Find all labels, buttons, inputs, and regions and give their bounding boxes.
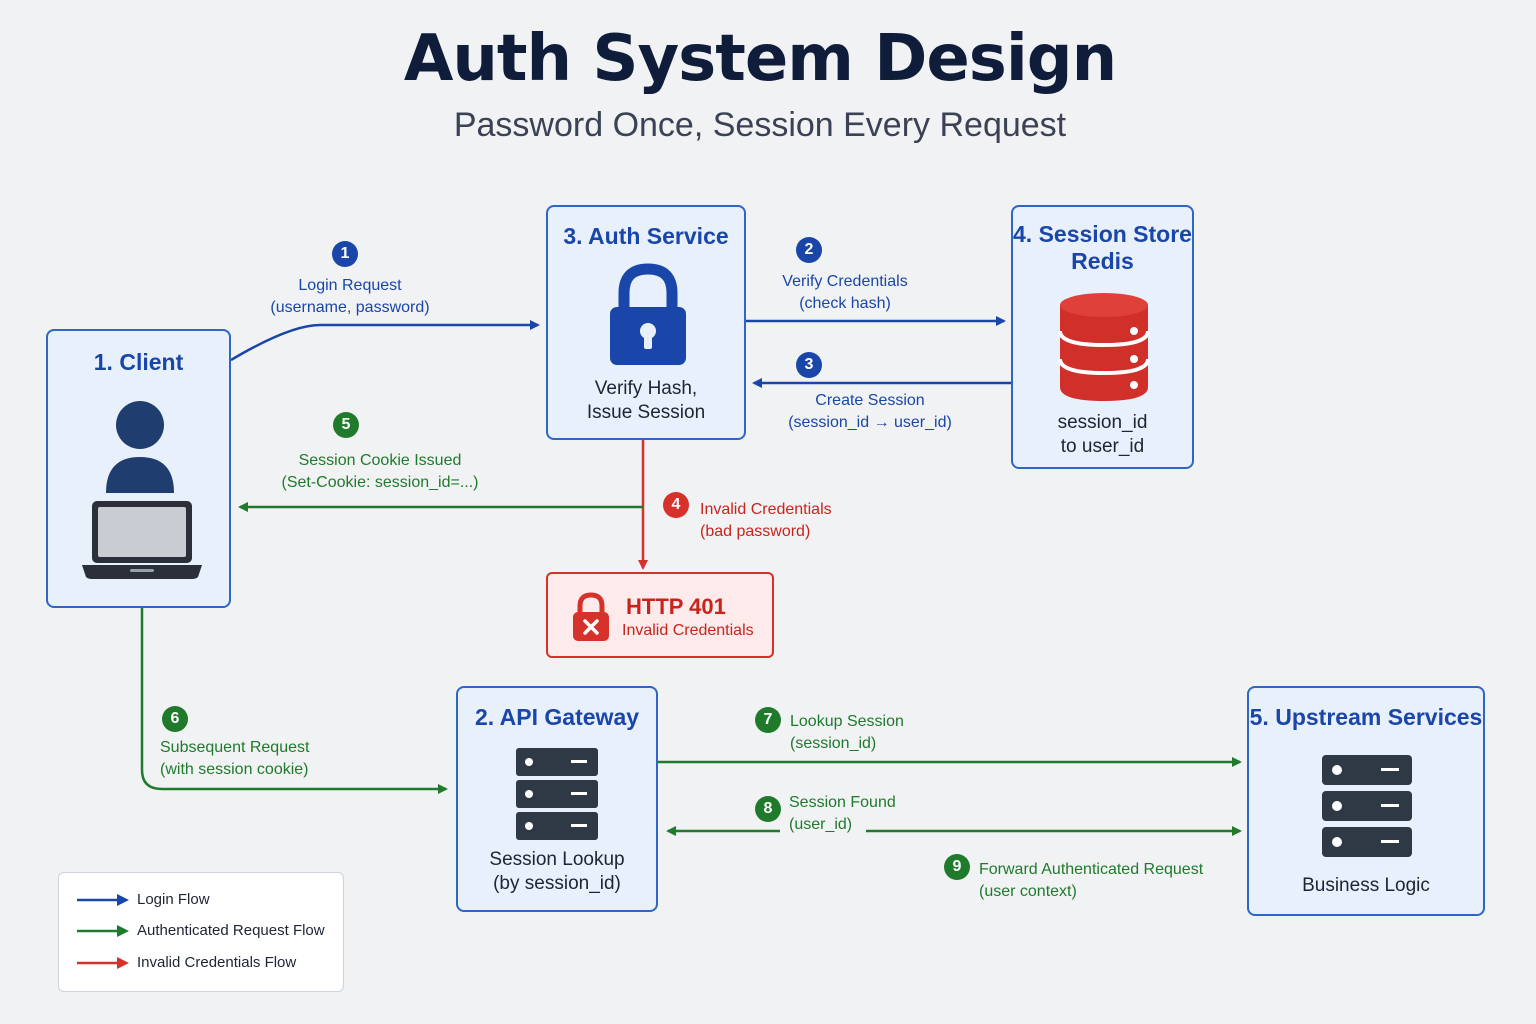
session-store-title-2: Redis [1071, 248, 1134, 274]
laptop-icon [82, 501, 202, 579]
legend-authenticated-arrow [77, 925, 129, 937]
step-5-label: Session Cookie Issued(Set-Cookie: sessio… [281, 452, 479, 491]
http-401-subtitle: Invalid Credentials [622, 622, 754, 639]
legend-item-authenticated: Authenticated Request Flow [77, 920, 337, 942]
step-6-badge: 6 [162, 706, 188, 732]
step-1-label: Login Request(username, password) [270, 277, 430, 316]
step-9-badge: 9 [944, 854, 970, 880]
step-3-badge: 3 [796, 352, 822, 378]
client-node[interactable]: 1. Client [46, 329, 231, 608]
user-icon [106, 401, 174, 493]
step-4-label: Invalid Credentials(bad password) [700, 501, 832, 540]
step-2-label: Verify Credentials(check hash) [782, 273, 908, 312]
step-8-label: Session Found(user_id) [789, 794, 896, 833]
lock-icon [610, 263, 686, 365]
arrow-subsequent-request [140, 608, 448, 794]
upstream-services-title: 5. Upstream Services [1249, 704, 1483, 730]
legend-item-invalid: Invalid Credentials Flow [77, 952, 337, 974]
api-gateway-desc-1: Session Lookup [489, 849, 625, 870]
session-store-desc-2: to user_id [1060, 436, 1145, 457]
session-store-desc-1: session_id [1057, 412, 1148, 433]
step-9-label: Forward Authenticated Request(user conte… [979, 861, 1204, 900]
http-401-node[interactable]: HTTP 401 Invalid Credentials [546, 572, 774, 658]
session-store-title-1: 4. Session Store [1013, 221, 1192, 247]
step-2-badge: 2 [796, 237, 822, 263]
auth-service-desc-2: Issue Session [586, 402, 706, 423]
legend-item-login: Login Flow [77, 889, 337, 911]
step-4-badge: 4 [663, 492, 689, 518]
upstream-services-desc: Business Logic [1302, 875, 1430, 896]
session-store-node[interactable]: 4. Session Store Redis session_id to use… [1011, 205, 1194, 469]
step-5-badge: 5 [333, 412, 359, 438]
legend-invalid-arrow [77, 957, 129, 969]
legend: Login Flow Authenticated Request Flow In… [58, 872, 344, 992]
page-subtitle: Password Once, Session Every Request [453, 106, 1067, 144]
step-7-badge: 7 [755, 707, 781, 733]
arrow-login-request [230, 320, 540, 362]
api-gateway-node[interactable]: 2. API Gateway Session Lookup (by sessio… [456, 686, 658, 912]
upstream-services-node[interactable]: 5. Upstream Services Business Logic [1247, 686, 1485, 916]
client-title: 1. Client [93, 349, 184, 375]
lock-error-icon [573, 592, 609, 641]
http-401-title: HTTP 401 [626, 594, 726, 619]
database-icon [1058, 293, 1150, 401]
api-gateway-desc-2: (by session_id) [493, 873, 621, 894]
step-6-label: Subsequent Request(with session cookie) [160, 739, 310, 778]
step-1-badge: 1 [332, 241, 358, 267]
api-gateway-title: 2. API Gateway [474, 704, 640, 730]
auth-service-desc-1: Verify Hash, [594, 378, 698, 399]
server-icon [1322, 755, 1412, 857]
auth-service-title: 3. Auth Service [563, 223, 729, 249]
server-icon [516, 748, 598, 840]
auth-service-node[interactable]: 3. Auth Service Verify Hash, Issue Sessi… [546, 205, 746, 440]
legend-login-arrow [77, 894, 129, 906]
step-8-badge: 8 [755, 796, 781, 822]
step-3-label: Create Session(session_id → user_id) [788, 392, 952, 431]
page-title: Auth System Design [403, 22, 1117, 96]
step-7-label: Lookup Session(session_id) [790, 713, 904, 752]
